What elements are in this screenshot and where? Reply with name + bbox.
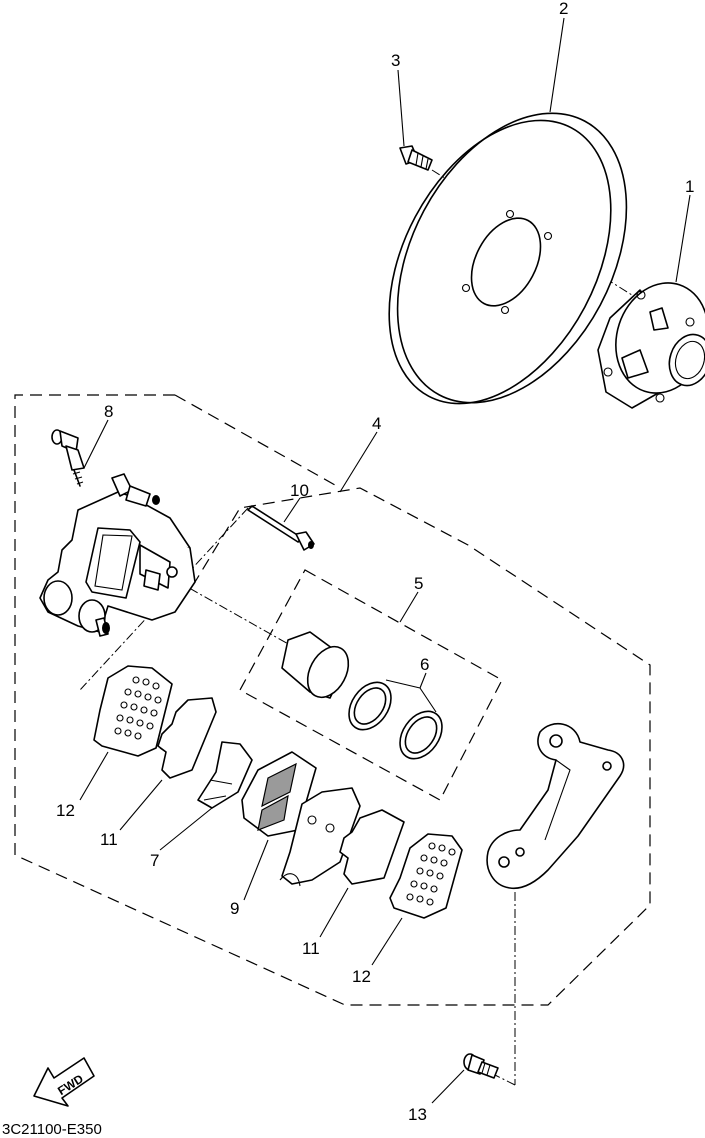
drawing-code: 3C21100-E350 xyxy=(2,1121,102,1138)
callout-10: 10 xyxy=(290,481,309,500)
brake-disc xyxy=(388,112,628,405)
callout-9: 9 xyxy=(230,899,239,918)
caliper-bracket xyxy=(486,722,625,890)
caliper-assembly-boundary xyxy=(14,394,651,1006)
piston-axis-line xyxy=(174,579,291,646)
forward-direction-arrow-icon: FWD xyxy=(33,1057,95,1107)
leader-lines xyxy=(79,17,691,1104)
caliper-assembly-boundary-return xyxy=(174,394,336,486)
pad-shim-right xyxy=(339,809,405,885)
callout-3: 3 xyxy=(391,51,400,70)
bleed-screw xyxy=(51,429,85,487)
bracket-bolt-axis-return xyxy=(494,1074,516,1086)
slide-pin xyxy=(247,505,315,551)
callout-4: 4 xyxy=(372,414,381,433)
callout-11-right: 11 xyxy=(302,939,320,958)
pad-shim-left xyxy=(157,697,217,779)
callout-13: 13 xyxy=(408,1105,427,1124)
pad-spring xyxy=(197,741,253,809)
callout-2: 2 xyxy=(559,0,568,18)
callout-1: 1 xyxy=(685,177,694,196)
callout-8: 8 xyxy=(104,402,113,421)
callout-12-left: 12 xyxy=(56,801,75,820)
callout-6: 6 xyxy=(420,655,429,674)
piston-seals xyxy=(348,681,443,760)
callout-11-left: 11 xyxy=(100,830,118,849)
callout-12-right: 12 xyxy=(352,967,371,986)
callout-5: 5 xyxy=(414,574,423,593)
caliper-body xyxy=(39,473,196,637)
disc-bolt xyxy=(399,145,433,171)
pad-insulator-right xyxy=(389,833,463,919)
piston-seal-boundary xyxy=(239,569,503,801)
piston xyxy=(281,631,350,699)
bracket-bolt xyxy=(463,1053,499,1079)
brake-pads xyxy=(241,751,361,887)
wheel-hub xyxy=(597,282,705,409)
pad-insulator-left xyxy=(93,665,173,757)
callout-7: 7 xyxy=(150,851,159,870)
